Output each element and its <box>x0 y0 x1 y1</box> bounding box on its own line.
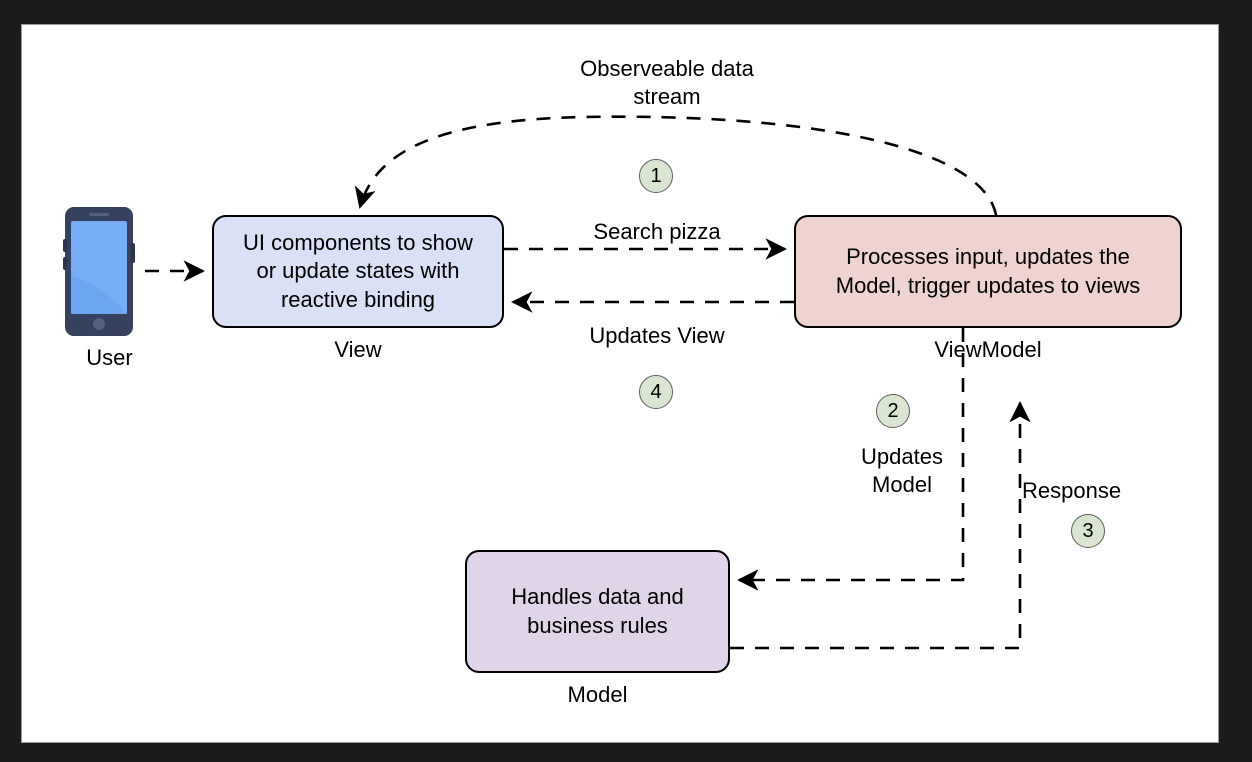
edge-model-to-viewmodel <box>730 401 1031 650</box>
edge-viewmodel-to-model <box>737 328 965 591</box>
smartphone-icon <box>63 207 135 336</box>
edge-observable-stream <box>354 115 998 216</box>
step-badge-3: 3 <box>1071 514 1105 548</box>
view-node[interactable]: UI components to show or update states w… <box>212 215 504 328</box>
edge-label-response: Response <box>1022 478 1122 503</box>
model-caption: Model <box>567 682 628 707</box>
viewmodel-caption: ViewModel <box>934 337 1042 362</box>
edge-label-updates-view: Updates View <box>589 323 725 348</box>
user-label: User <box>86 345 133 370</box>
diagram-canvas: User UI components to show or update sta… <box>22 25 1218 742</box>
model-node[interactable]: Handles data and business rules <box>465 550 730 673</box>
step-badge-4: 4 <box>639 375 673 409</box>
connector-layer <box>145 115 1031 650</box>
step-badge-2: 2 <box>876 394 910 428</box>
viewmodel-node[interactable]: Processes input, updates the Model, trig… <box>794 215 1182 328</box>
step-badge-1: 1 <box>639 159 673 193</box>
edge-label-search-pizza: Search pizza <box>593 219 721 244</box>
edge-label-updates-model: Updates Model <box>861 444 943 498</box>
edge-label-observable-stream: Observeable data stream <box>580 56 754 110</box>
view-caption: View <box>334 337 382 362</box>
